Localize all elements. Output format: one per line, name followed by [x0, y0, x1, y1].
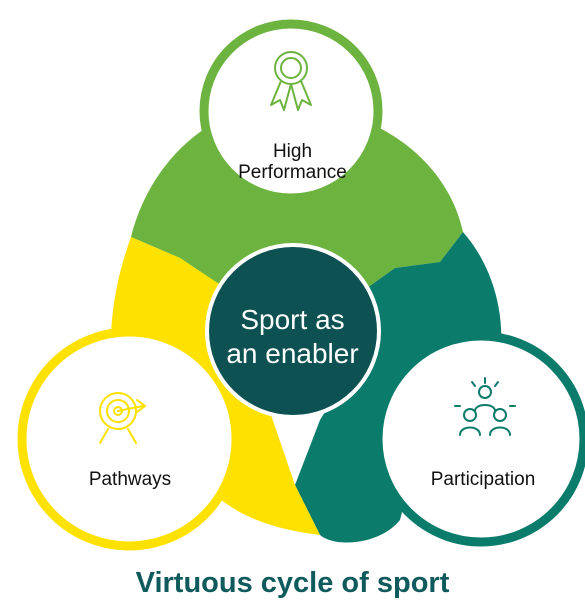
target-arrow-icon: [99, 392, 147, 444]
diagram-caption: Virtuous cycle of sport: [135, 567, 450, 599]
group-people-icon: [454, 377, 516, 436]
high-performance-label: High Performance: [215, 141, 370, 183]
pathways-label: Pathways: [88, 469, 172, 490]
participation-circle: [373, 331, 585, 547]
pathways-circle: [17, 327, 241, 551]
center-circle: [205, 243, 381, 419]
high-performance-label-line1: High: [272, 141, 313, 162]
participation-label: Participation: [430, 469, 536, 490]
center-label-line1: Sport as: [240, 304, 345, 335]
award-ribbon-icon: [270, 51, 312, 111]
center-label-line2: an enabler: [226, 338, 359, 369]
high-performance-circle: [199, 19, 383, 203]
center-label: Sport as an enabler: [200, 303, 385, 371]
high-performance-label-line2: Performance: [238, 162, 347, 183]
